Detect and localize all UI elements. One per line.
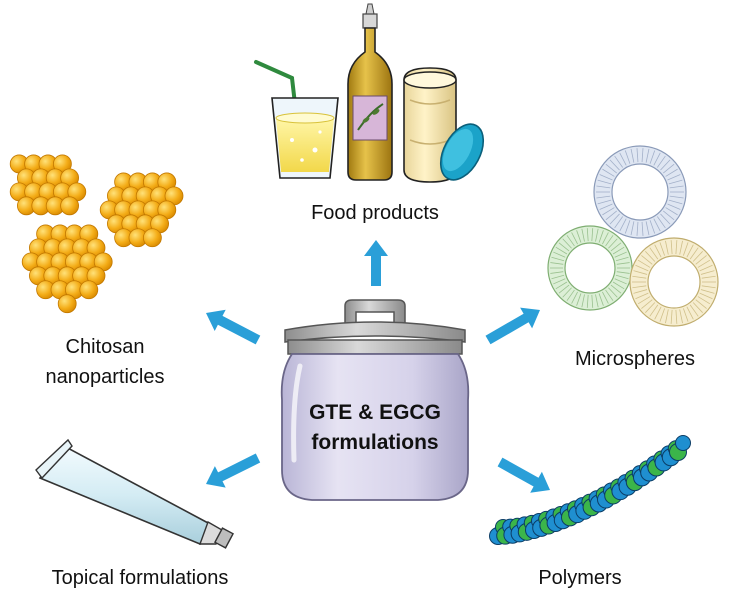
glass-with-straw-icon — [254, 60, 339, 179]
label-chitosan-line2: nanoparticles — [45, 366, 165, 388]
microsphere-ring-icon — [547, 145, 719, 327]
arrow-icon — [206, 309, 261, 345]
ointment-tube-icon — [35, 438, 235, 549]
center-title-line2: formulations — [311, 431, 439, 454]
label-food-products: Food products — [311, 202, 439, 224]
arrow-icon — [485, 307, 540, 345]
nanoparticle-cluster-icon — [9, 154, 184, 314]
label-chitosan-line1: Chitosan — [65, 336, 145, 358]
arrow-icon — [497, 457, 550, 493]
oil-bottle-icon — [347, 3, 393, 181]
label-microspheres: Microspheres — [574, 348, 696, 370]
center-title-line1: GTE & EGCG — [309, 401, 441, 424]
food-jar-icon — [403, 67, 485, 183]
arrows — [206, 240, 550, 493]
label-polymers: Polymers — [538, 567, 622, 589]
arrow-icon — [206, 453, 261, 488]
polymer-chain-icon — [489, 435, 691, 545]
jar-icon — [280, 299, 470, 501]
arrow-icon — [364, 240, 388, 286]
label-topical-formulations: Topical formulations — [51, 567, 229, 589]
center-title: GTE & EGCG formulations — [290, 398, 460, 458]
